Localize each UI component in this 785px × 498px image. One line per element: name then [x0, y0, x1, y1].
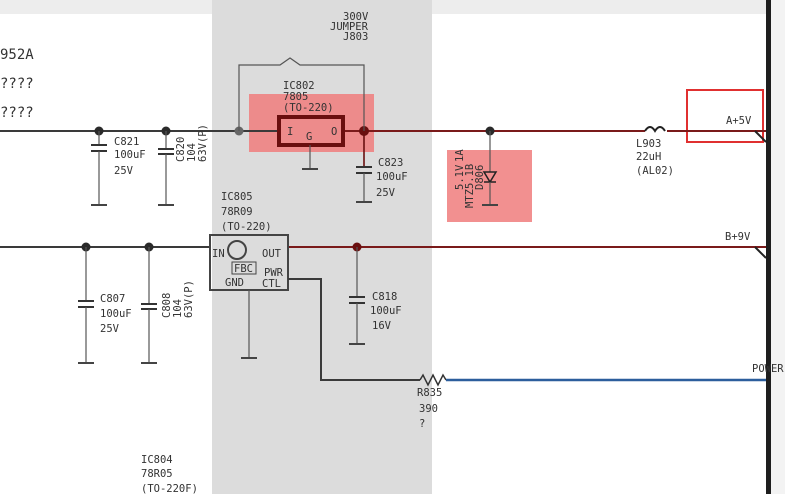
zener-ref: D806: [474, 165, 486, 190]
r835-value: 390: [419, 403, 438, 415]
scroll-strip[interactable]: [771, 0, 785, 494]
jumper-bypass: [238, 57, 365, 131]
ic805-pin-out: OUT: [262, 248, 282, 260]
c823-ref: C823: [378, 157, 403, 169]
resistor-icon: [419, 373, 447, 387]
ic805-ref: IC805: [221, 191, 253, 203]
c807-value: 100uF: [100, 308, 132, 320]
a5v-highlight-box: [686, 89, 764, 143]
ic802-pin-gnd: G: [306, 131, 312, 143]
jumper-type: JUMPER: [330, 21, 369, 33]
l903-note: (AL02): [636, 165, 674, 177]
c821-ref: C821: [114, 136, 139, 148]
r835-note: ?: [419, 418, 425, 430]
ic804-part: 78R05: [141, 468, 173, 480]
l903-ref: L903: [636, 138, 661, 150]
ic805-package: (TO-220): [221, 221, 272, 233]
a5v-kink: [754, 130, 767, 143]
zener-rating: 5.1V: [454, 164, 466, 190]
c821-voltage: 25V: [114, 165, 134, 177]
ic802-part: 7805: [283, 91, 308, 103]
ic805-pin-in: IN: [212, 248, 225, 260]
ic805-pin-fbc: FBC: [234, 263, 253, 275]
c823-voltage: 25V: [376, 187, 396, 199]
r835-ref: R835: [417, 387, 442, 399]
c808-value: 104: [172, 299, 184, 318]
net-b9v-label: B+9V: [725, 231, 751, 243]
c807-voltage: 25V: [100, 323, 120, 335]
ic802-ref: IC802: [283, 80, 315, 92]
c820-ref: C820: [175, 137, 187, 162]
ctl-wire: [288, 278, 420, 381]
zener-diode-icon: [482, 171, 498, 184]
ic805-pin-pwr: PWR: [264, 267, 284, 279]
ic802-package: (TO-220): [283, 102, 334, 114]
b9v-kink: [754, 246, 767, 259]
jumper-voltage: 300V: [343, 11, 369, 23]
ic805-pin-gnd: GND: [225, 277, 244, 289]
inductor-icon: [644, 126, 666, 133]
c823-value: 100uF: [376, 171, 408, 183]
right-rail: [766, 0, 771, 494]
unknown-label-2: ????: [0, 105, 34, 121]
ic802-highlight: [249, 94, 374, 152]
c821-value: 100uF: [114, 149, 146, 161]
ic805-part: 78R09: [221, 206, 253, 218]
ic802-body[interactable]: [277, 115, 345, 147]
zener-part: MTZ5.1B: [464, 164, 476, 208]
c818-value: 100uF: [370, 305, 402, 317]
ic805-pin-ctl: CTL: [262, 278, 281, 290]
ic805-fbc-box: [231, 261, 257, 275]
net-power-label: POWER: [752, 363, 784, 375]
c808-ref: C808: [161, 293, 173, 318]
ic802-pin-in: I: [287, 126, 293, 138]
c820-voltage: 63V(P): [197, 124, 209, 162]
ic804-package: (TO-220F): [141, 483, 198, 494]
c818-voltage: 16V: [372, 320, 392, 332]
c807-ref: C807: [100, 293, 125, 305]
ic805-tab-icon: [227, 240, 247, 260]
page-partial-title: 952A: [0, 47, 34, 63]
net-a5v-label: A+5V: [726, 115, 752, 127]
zener-current: 1A: [454, 149, 466, 162]
c818-ref: C818: [372, 291, 397, 303]
ic804-ref: IC804: [141, 454, 173, 466]
unknown-label-1: ????: [0, 76, 34, 92]
c808-voltage: 63V(P): [183, 280, 195, 318]
l903-value: 22uH: [636, 151, 661, 163]
jumper-ref: J803: [343, 31, 368, 43]
c820-value: 104: [186, 143, 198, 162]
ic802-pin-out: O: [331, 126, 337, 138]
